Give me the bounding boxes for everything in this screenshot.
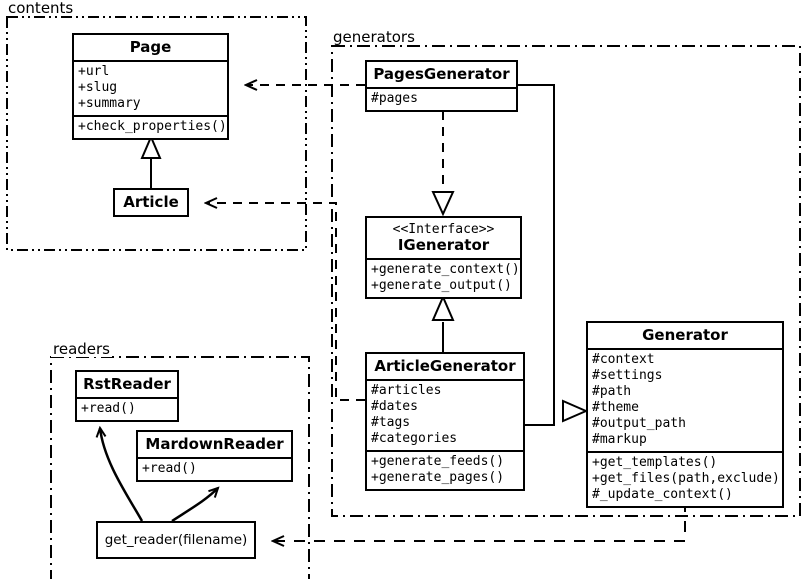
method-row: +generate_output() xyxy=(371,278,512,293)
attribute-row: #markup xyxy=(592,432,647,447)
class-name-igenerator: <<Interface>> IGenerator xyxy=(367,218,520,258)
attribute-row: +url xyxy=(78,64,110,79)
class-name-page: Page xyxy=(129,38,172,56)
class-attributes-pagesgenerator: #pages xyxy=(367,87,516,110)
attribute-row: #path xyxy=(592,384,632,399)
attribute-row: #output_path xyxy=(592,416,686,431)
attribute-row: #settings xyxy=(592,368,663,383)
attribute-row: #categories xyxy=(371,431,458,446)
class-methods-rstreader: +read() xyxy=(77,397,177,420)
class-name-rstreader: RstReader xyxy=(83,375,171,393)
class-box-generator[interactable]: Generator #context #settings #path #them… xyxy=(586,321,784,508)
class-methods-generator: +get_templates() +get_files(path,exclude… xyxy=(588,451,782,506)
class-name-generator: Generator xyxy=(642,326,728,344)
attribute-row: +slug xyxy=(78,80,118,95)
class-box-pagesgenerator[interactable]: PagesGenerator #pages xyxy=(365,60,518,112)
method-row: +get_templates() xyxy=(592,455,718,470)
class-name-articlegenerator: ArticleGenerator xyxy=(374,357,516,375)
attribute-row: #dates xyxy=(371,399,418,414)
class-methods-articlegenerator: +generate_feeds() +generate_pages() xyxy=(367,450,523,489)
class-box-articlegenerator[interactable]: ArticleGenerator #articles #dates #tags … xyxy=(365,352,525,491)
method-row: +generate_context() xyxy=(371,262,520,277)
method-row: +check_properties() xyxy=(78,119,227,134)
class-attributes-page: +url +slug +summary xyxy=(74,60,227,115)
class-box-page[interactable]: Page +url +slug +summary +check_properti… xyxy=(72,33,229,140)
class-box-igenerator[interactable]: <<Interface>> IGenerator +generate_conte… xyxy=(365,216,522,299)
class-stereotype-igenerator: <<Interface>> xyxy=(392,222,495,237)
attribute-row: #pages xyxy=(371,91,418,106)
class-name-article: Article xyxy=(123,193,179,211)
attribute-row: #context xyxy=(592,352,655,367)
method-row: +get_files(path,exclude) xyxy=(592,471,780,486)
class-name-text: IGenerator xyxy=(397,236,490,254)
class-box-rstreader[interactable]: RstReader +read() xyxy=(75,370,179,422)
class-methods-igenerator: +generate_context() +generate_output() xyxy=(367,258,520,297)
method-row: +generate_feeds() xyxy=(371,454,505,469)
attribute-row: #articles xyxy=(371,383,442,398)
method-row: +generate_pages() xyxy=(371,470,505,485)
class-box-article[interactable]: Article xyxy=(113,188,189,217)
class-box-mardownreader[interactable]: MardownReader +read() xyxy=(136,430,293,482)
class-attributes-articlegenerator: #articles #dates #tags #categories xyxy=(367,379,523,450)
attribute-row: +summary xyxy=(78,96,141,111)
class-name-mardownreader: MardownReader xyxy=(145,435,284,453)
class-attributes-generator: #context #settings #path #theme #output_… xyxy=(588,348,782,451)
method-row: #_update_context() xyxy=(592,487,733,502)
method-row: +read() xyxy=(142,461,197,476)
class-methods-mardownreader: +read() xyxy=(138,457,291,480)
package-label-readers: readers xyxy=(51,340,112,358)
method-row: +read() xyxy=(81,401,136,416)
class-methods-page: +check_properties() xyxy=(74,115,227,138)
attribute-row: #theme xyxy=(592,400,639,415)
function-box-get-reader[interactable]: get_reader(filename) xyxy=(96,521,256,559)
package-label-generators: generators xyxy=(331,28,417,46)
package-label-contents: contents xyxy=(6,0,76,17)
function-box-label: get_reader(filename) xyxy=(104,532,248,548)
class-name-pagesgenerator: PagesGenerator xyxy=(373,65,510,83)
attribute-row: #tags xyxy=(371,415,411,430)
